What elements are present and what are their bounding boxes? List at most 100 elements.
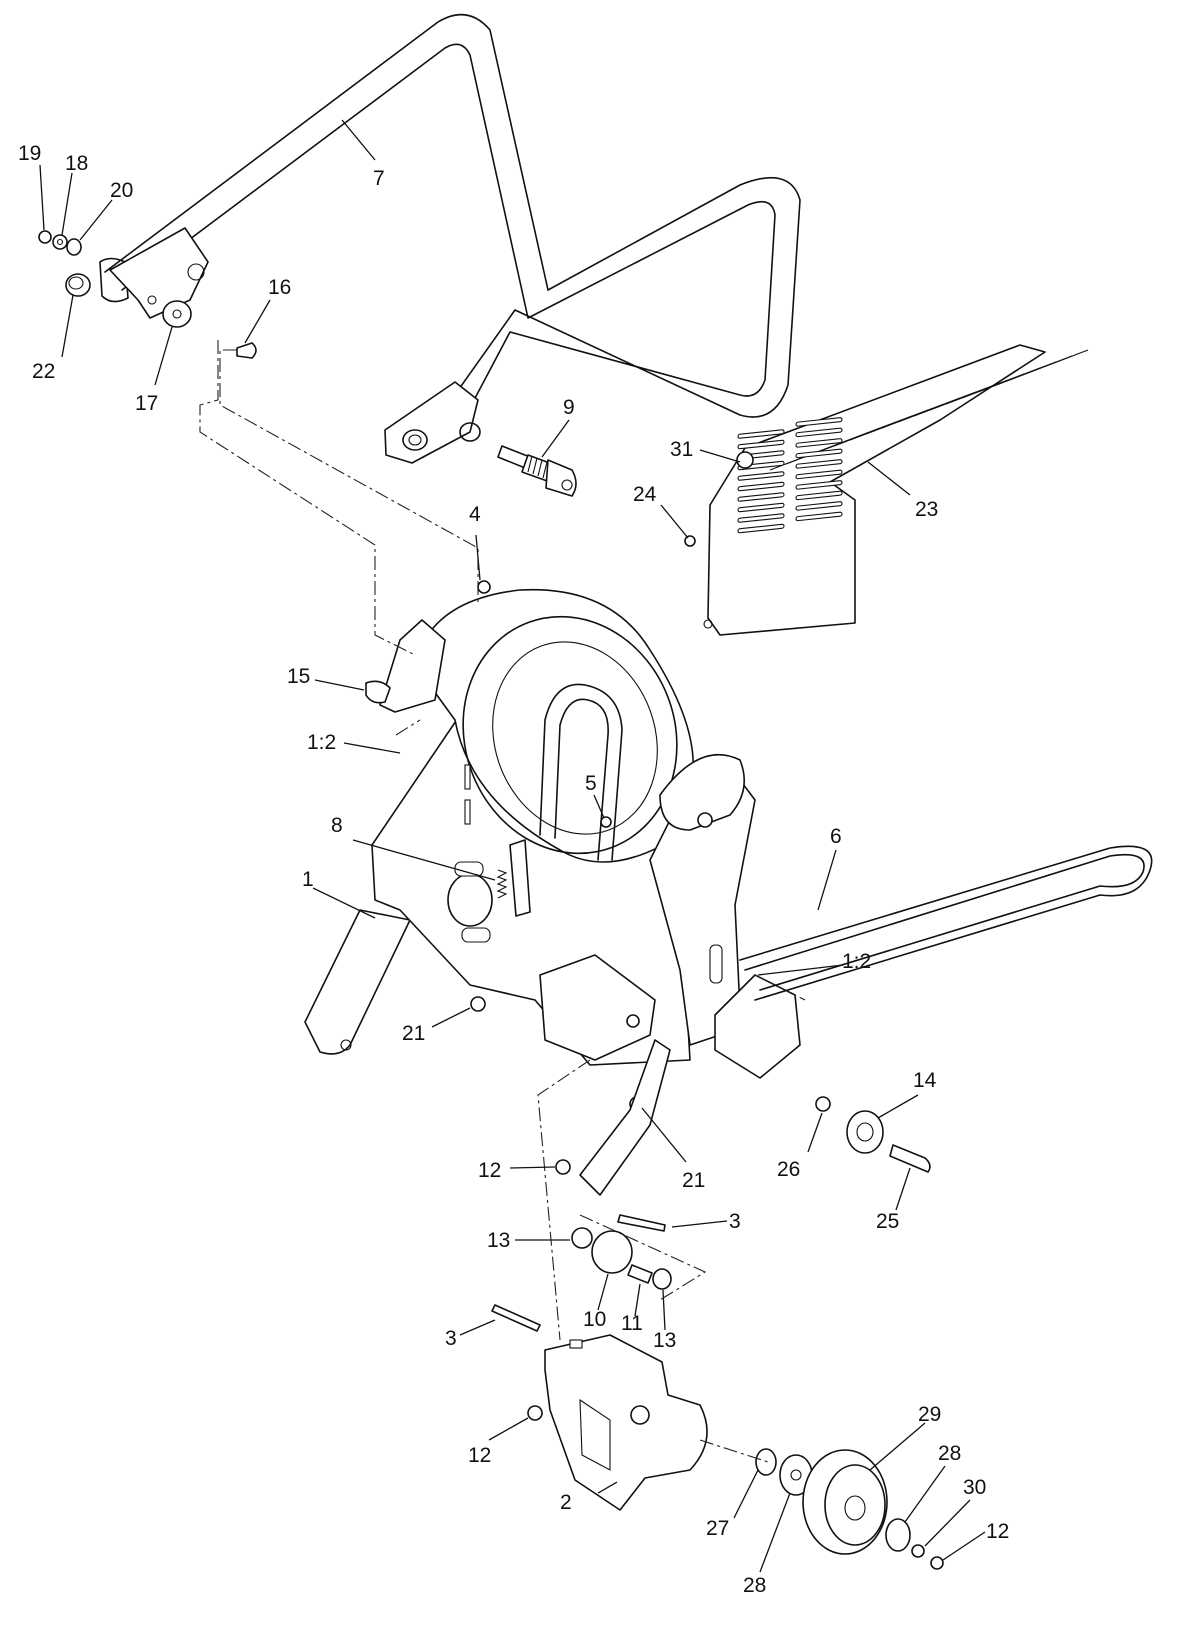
callout-ratio-b: 1:2 xyxy=(842,950,871,973)
callout-12a: 12 xyxy=(478,1159,501,1182)
washer-17 xyxy=(162,300,192,328)
bushing-20 xyxy=(66,238,82,256)
deck-slot xyxy=(737,492,785,502)
callout-15: 15 xyxy=(287,665,310,688)
washer-13a xyxy=(571,1227,593,1249)
knob-31 xyxy=(736,451,754,469)
deck-slot xyxy=(795,501,843,511)
callout-16: 16 xyxy=(268,276,291,299)
callout-27: 27 xyxy=(706,1517,729,1540)
callout-21b: 21 xyxy=(682,1169,705,1192)
callout-29: 29 xyxy=(918,1403,941,1426)
spring-pin-part-9 xyxy=(497,445,577,497)
callout-1: 1 xyxy=(302,868,314,891)
roller-hardware-right xyxy=(815,1096,931,1173)
nut-12b xyxy=(527,1405,543,1421)
washer-26 xyxy=(815,1096,831,1112)
bolt-3b xyxy=(491,1304,541,1332)
callout-7: 7 xyxy=(373,167,385,190)
callout-30: 30 xyxy=(963,1476,986,1499)
deck-slot xyxy=(737,502,785,513)
callout-20: 20 xyxy=(110,179,133,202)
spacer-11 xyxy=(627,1264,653,1284)
deck-slot xyxy=(795,480,843,490)
callout-31: 31 xyxy=(670,438,693,461)
handle-tube-part-7 xyxy=(99,13,801,464)
washer-13b xyxy=(652,1268,672,1290)
deck-slot xyxy=(795,427,843,438)
callout-9: 9 xyxy=(563,396,575,419)
deck-slot xyxy=(795,459,843,469)
screw-24 xyxy=(684,535,696,547)
deck-slot xyxy=(795,438,843,448)
deck-slot xyxy=(737,481,785,492)
callout-ratio-a: 1:2 xyxy=(307,731,336,754)
pin-25 xyxy=(889,1144,931,1173)
callout-2: 2 xyxy=(560,1491,572,1514)
callout-13b: 13 xyxy=(653,1329,676,1352)
washer-28b xyxy=(885,1518,911,1552)
callout-22: 22 xyxy=(32,360,55,383)
callout-6: 6 xyxy=(830,825,842,848)
callout-8: 8 xyxy=(331,814,343,837)
callout-23: 23 xyxy=(915,498,938,521)
deck-slot xyxy=(795,469,843,480)
callout-13a: 13 xyxy=(487,1229,510,1252)
belt-part-6 xyxy=(739,845,1153,1001)
callout-5: 5 xyxy=(585,772,597,795)
callout-3b: 3 xyxy=(445,1327,457,1350)
knob-15 xyxy=(365,680,391,704)
lower-bracket-part-2 xyxy=(527,1334,708,1511)
bolt-5 xyxy=(600,816,612,828)
bolt-3a xyxy=(617,1214,666,1232)
callout-24: 24 xyxy=(633,483,657,506)
deck-slot xyxy=(737,460,785,471)
callout-3a: 3 xyxy=(729,1210,741,1233)
callout-18: 18 xyxy=(65,152,88,175)
callout-12c: 12 xyxy=(986,1520,1009,1543)
main-frame-part-1 xyxy=(304,588,801,1196)
callout-4: 4 xyxy=(469,503,481,526)
deck-slot xyxy=(977,349,1089,393)
deck-slot xyxy=(737,439,785,450)
deck-slot xyxy=(737,513,785,523)
callout-12b: 12 xyxy=(468,1444,491,1467)
callout-11: 11 xyxy=(621,1312,643,1335)
spacer-27 xyxy=(755,1448,777,1476)
callout-14: 14 xyxy=(913,1069,937,1092)
deck-slot xyxy=(737,429,785,439)
callout-25: 25 xyxy=(876,1210,899,1233)
callout-10: 10 xyxy=(583,1308,606,1331)
bolt-21a xyxy=(470,996,486,1012)
nut-12c xyxy=(930,1556,944,1570)
nut-4 xyxy=(477,580,491,594)
washer-18 xyxy=(52,234,68,250)
callout-17: 17 xyxy=(135,392,158,415)
washer-30 xyxy=(911,1544,925,1558)
callout-labels: 19 18 20 7 16 22 17 9 31 24 23 4 15 1:2 … xyxy=(18,142,1009,1597)
pulley-assembly xyxy=(755,1448,944,1570)
pulley-29 xyxy=(802,1449,888,1555)
nut-19 xyxy=(38,230,52,244)
deck-slot xyxy=(737,471,785,481)
deck-slot xyxy=(795,448,843,459)
callout-28a: 28 xyxy=(938,1442,961,1465)
nut-12a xyxy=(555,1159,571,1175)
callout-19: 19 xyxy=(18,142,41,165)
deck-slot xyxy=(795,417,843,427)
callout-28b: 28 xyxy=(743,1574,766,1597)
hardware-middle xyxy=(365,580,672,1332)
deck-slot xyxy=(795,490,843,501)
deck-slot xyxy=(737,523,785,534)
pin-16 xyxy=(236,342,257,359)
leader-lines xyxy=(39,119,986,1573)
roller-10 xyxy=(591,1230,633,1274)
assembly-lines xyxy=(199,340,806,1463)
perforated-deck-part-23 xyxy=(684,344,1089,636)
hardware-top-left xyxy=(38,230,257,359)
bearing-14 xyxy=(846,1110,884,1154)
deck-slot xyxy=(795,511,843,522)
callout-21a: 21 xyxy=(402,1022,425,1045)
callout-26: 26 xyxy=(777,1158,800,1181)
